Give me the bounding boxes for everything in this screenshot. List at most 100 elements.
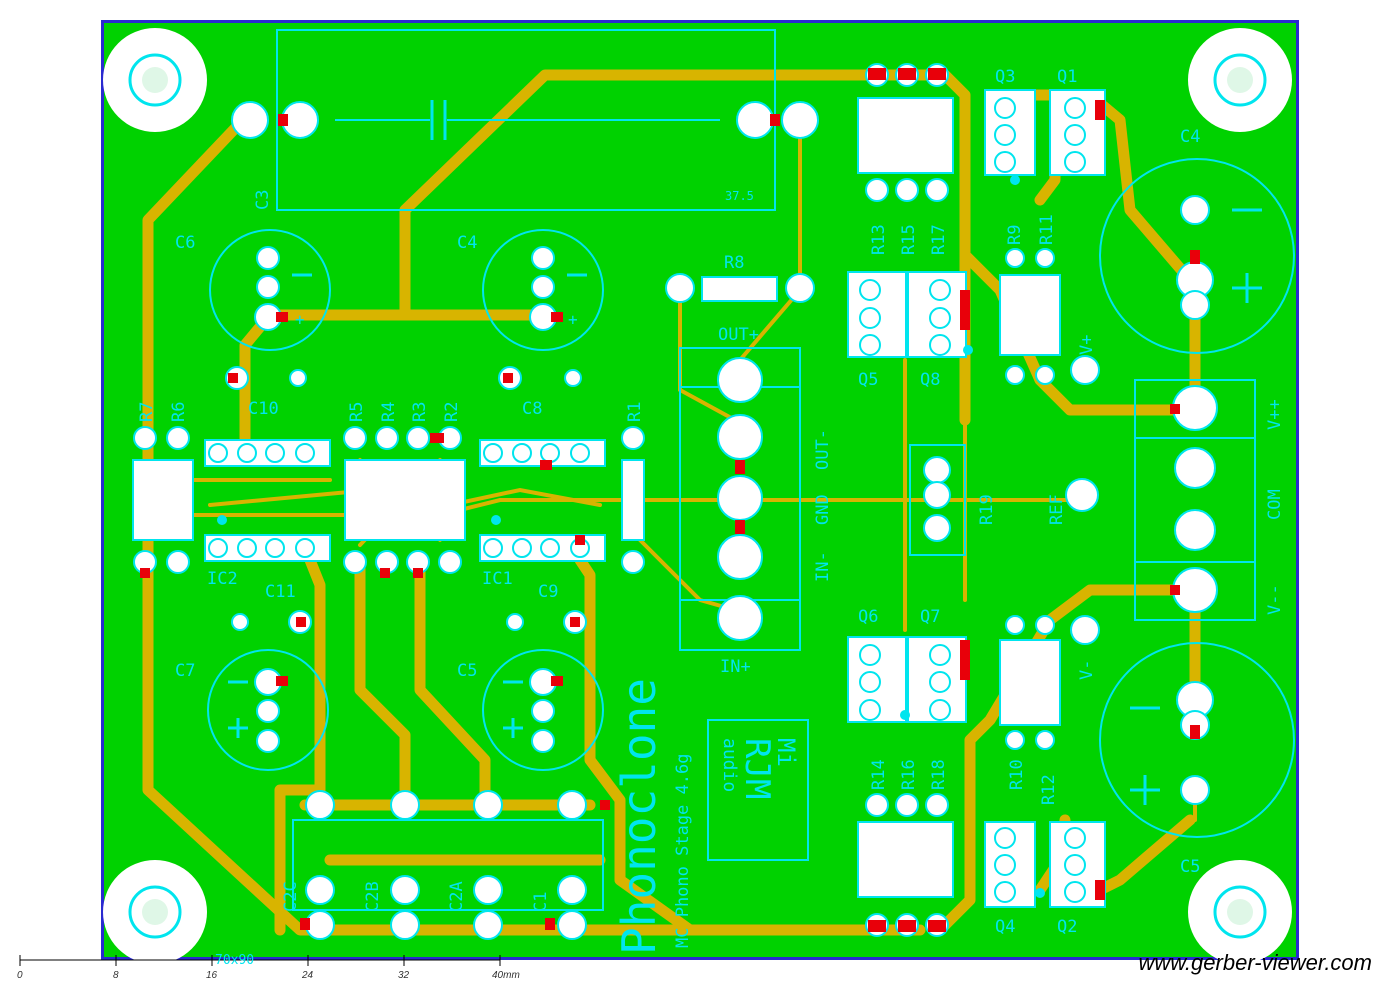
polarity-marks xyxy=(228,208,1262,805)
label-r17: R17 xyxy=(929,224,949,255)
label-q6: Q6 xyxy=(858,607,878,627)
label-c3-value: 37.5 xyxy=(725,189,754,203)
ruler-tick-2: 16 xyxy=(206,970,218,981)
pads-q3-q1 xyxy=(994,97,1086,173)
ruler xyxy=(19,955,501,966)
pads-r10-r12 xyxy=(1005,615,1055,750)
label-r15: R15 xyxy=(899,224,919,255)
label-r2: R2 xyxy=(442,402,462,422)
pin-markers xyxy=(140,68,1200,932)
pads-c1-c2 xyxy=(305,790,587,940)
pads-c7 xyxy=(529,668,557,753)
pads-r-left xyxy=(133,426,190,574)
label-ic1: IC1 xyxy=(482,569,513,589)
label-v-minus-minus: V-- xyxy=(1265,584,1285,615)
label-r18: R18 xyxy=(929,759,949,790)
logo-line-1: Mi xyxy=(772,738,800,767)
label-size: 70x90 xyxy=(215,953,254,968)
label-r11: R11 xyxy=(1037,214,1057,245)
pads-r19 xyxy=(923,456,951,542)
label-q3: Q3 xyxy=(995,67,1015,87)
label-q4: Q4 xyxy=(995,917,1015,937)
label-c11: C9 xyxy=(538,582,558,602)
pads-c4 xyxy=(1176,195,1214,320)
label-r8: R8 xyxy=(724,253,744,273)
pads-terminal-in-out xyxy=(717,357,763,641)
label-c8: C6 xyxy=(175,233,195,253)
silkscreen-outlines xyxy=(207,29,1295,911)
label-r3: R3 xyxy=(410,402,430,422)
logo-line-3: audio xyxy=(719,738,740,792)
pads-q6-q7 xyxy=(859,644,951,721)
pads-r9-r11 xyxy=(1005,248,1055,385)
pads-q4-q2 xyxy=(994,827,1086,903)
label-ref: REF xyxy=(1047,494,1067,525)
label-q2: Q2 xyxy=(1057,917,1077,937)
ruler-labels: 0 8 16 24 32 40mm xyxy=(17,970,520,981)
pads-c6 xyxy=(529,246,557,331)
label-r5: R5 xyxy=(347,402,367,422)
ruler-tick-5: 40mm xyxy=(492,970,520,981)
label-r4: R4 xyxy=(379,402,399,422)
label-c2a: C2A xyxy=(447,881,467,912)
pads-c3 xyxy=(231,101,819,139)
label-out-plus: OUT+ xyxy=(718,325,759,345)
label-r7: R7 xyxy=(137,402,157,422)
pads-c8 xyxy=(254,246,282,331)
rjm-audio-logo: Mi RJM audio xyxy=(719,738,800,799)
label-r1: R1 xyxy=(625,402,645,422)
svg-text:+: + xyxy=(568,310,578,329)
board-title: Phonoclone xyxy=(612,678,666,955)
silk-labels-rotated: C3 R7 R6 R5 R4 R3 R2 R1 R13 R15 R17 R14 … xyxy=(137,190,1285,912)
label-in-minus: IN- xyxy=(813,551,833,582)
label-r9: R9 xyxy=(1005,225,1025,245)
label-c2b: C2B xyxy=(363,881,383,912)
label-v-minus: V- xyxy=(1077,660,1097,680)
ruler-tick-3: 24 xyxy=(301,970,314,981)
label-c1: C1 xyxy=(531,892,551,912)
label-c5: C5 xyxy=(1180,857,1200,877)
label-q5: Q5 xyxy=(858,370,878,390)
label-gnd: GND xyxy=(813,494,833,525)
label-ic2: IC2 xyxy=(207,569,238,589)
label-in-plus: IN+ xyxy=(720,657,751,677)
pads-q5-q8 xyxy=(859,279,951,356)
label-v-plus: V+ xyxy=(1077,335,1097,355)
ruler-tick-4: 32 xyxy=(398,970,410,981)
silk-labels: C6 C4 C7 C5 C10 C8 C11 C9 IC2 IC1 R8 C4 … xyxy=(175,67,1200,968)
pads-ic2 xyxy=(208,443,315,558)
label-q7: Q7 xyxy=(920,607,940,627)
site-watermark: www.gerber-viewer.com xyxy=(1138,950,1372,975)
label-c13: C11 xyxy=(265,582,296,602)
ruler-tick-0: 0 xyxy=(17,970,23,981)
label-c2c: C2C xyxy=(281,881,301,912)
pads-r8 xyxy=(665,273,815,303)
label-c6: C4 xyxy=(457,233,477,253)
label-r6: R6 xyxy=(169,402,189,422)
board-subtitle: MC Phono Stage 4.6g xyxy=(673,754,693,948)
label-com: COM xyxy=(1265,489,1285,520)
label-c12: C10 xyxy=(248,399,279,419)
pads-terminal-power xyxy=(1172,385,1218,613)
svg-text:+: + xyxy=(295,310,305,329)
label-c7: C5 xyxy=(457,661,477,681)
via-dots xyxy=(217,175,1045,898)
pads-c5 xyxy=(1176,681,1214,805)
label-c3: C3 xyxy=(253,190,273,210)
label-r12: R12 xyxy=(1039,774,1059,805)
pads-r2-r5 xyxy=(343,426,462,574)
polarity-plus-labels: ++ xyxy=(295,310,578,329)
label-r13: R13 xyxy=(869,224,889,255)
pads-v-plus xyxy=(1070,355,1100,385)
pads-r1 xyxy=(621,426,645,574)
ruler-tick-1: 8 xyxy=(113,970,119,981)
logo-line-2: RJM xyxy=(737,738,777,799)
pads xyxy=(133,63,1218,940)
label-r14: R14 xyxy=(869,759,889,790)
label-q8: Q8 xyxy=(920,370,940,390)
pads-v-minus xyxy=(1070,615,1100,645)
label-c10: C8 xyxy=(522,399,542,419)
pads-ref xyxy=(1065,478,1099,512)
label-c9: C7 xyxy=(175,661,195,681)
